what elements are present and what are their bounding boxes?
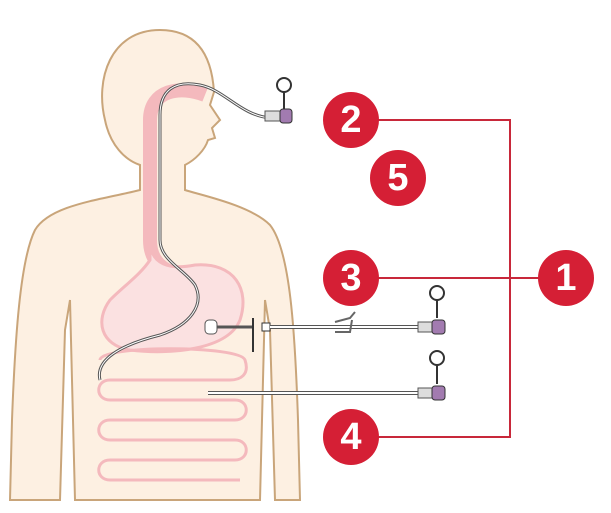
badge-3: 3 bbox=[323, 250, 379, 306]
badge-4: 4 bbox=[323, 409, 379, 465]
intestines bbox=[97, 347, 248, 482]
tube-connector-nasal bbox=[264, 77, 293, 124]
jejunal-tube bbox=[208, 350, 446, 401]
badge-1: 1 bbox=[538, 250, 594, 306]
badge-5: 5 bbox=[370, 150, 426, 206]
gastrostomy-tube bbox=[204, 285, 446, 352]
badge-2: 2 bbox=[323, 92, 379, 148]
